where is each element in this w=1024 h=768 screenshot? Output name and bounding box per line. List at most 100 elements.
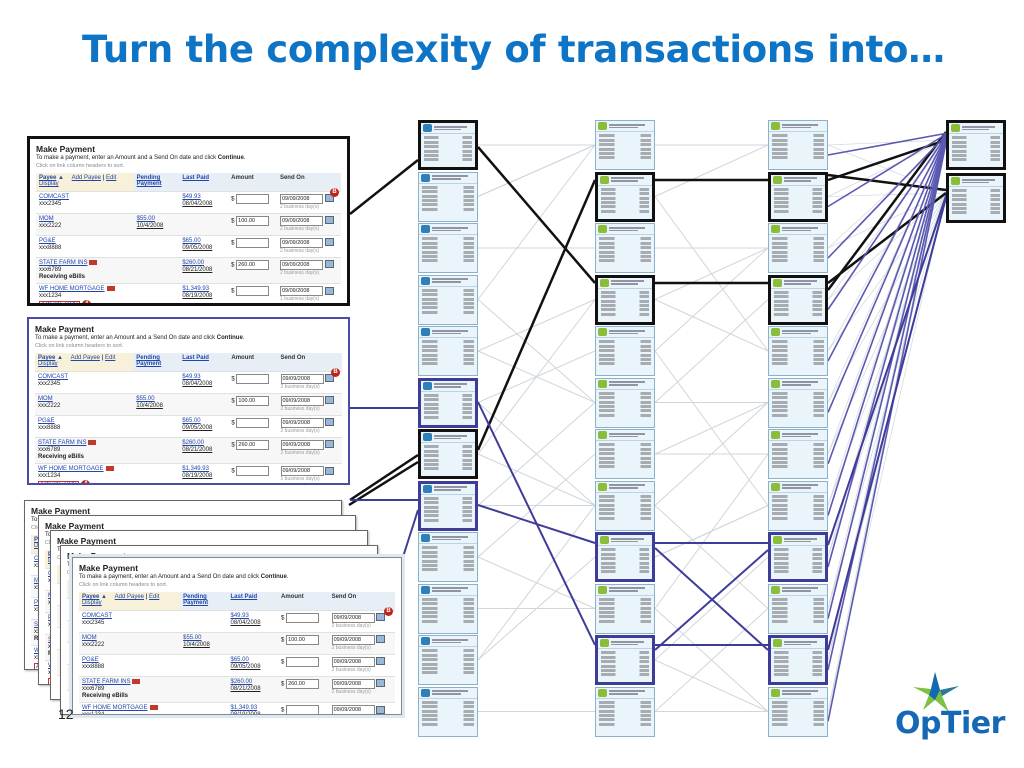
transaction-node[interactable] — [768, 326, 828, 376]
calendar-icon[interactable] — [376, 613, 386, 622]
sort-last-paid-header[interactable]: Last Paid — [230, 594, 258, 600]
last-paid-amount[interactable]: $49.93 — [182, 194, 201, 200]
payee-link[interactable]: MOM — [38, 396, 53, 402]
calendar-icon[interactable] — [325, 440, 335, 449]
calendar-icon[interactable] — [376, 635, 386, 644]
amount-input[interactable]: 100.00 — [236, 216, 270, 226]
transaction-node[interactable] — [768, 120, 828, 170]
amount-input[interactable] — [236, 418, 270, 428]
calendar-icon[interactable] — [324, 194, 334, 203]
sort-pending-header[interactable]: Pending Payment — [136, 175, 162, 187]
send-on-input[interactable]: 09/09/2008 — [331, 657, 375, 667]
transaction-node[interactable] — [595, 686, 655, 737]
transaction-node[interactable] — [768, 583, 828, 634]
send-on-input[interactable]: 09/09/2008 — [279, 260, 323, 270]
last-paid-amount[interactable]: $260.00 — [182, 260, 205, 266]
calendar-icon[interactable] — [324, 216, 334, 225]
pending-amount[interactable]: $55.00 — [136, 216, 155, 222]
payee-link[interactable]: STATE FARM INS — [39, 260, 88, 267]
payee-link[interactable]: WF HOME MORTGAGE — [39, 286, 105, 293]
transaction-node[interactable] — [768, 223, 828, 273]
payee-link[interactable]: COMCAST — [38, 374, 68, 380]
transaction-node[interactable] — [418, 223, 478, 273]
send-on-input[interactable]: 09/09/2008 — [279, 238, 323, 248]
transaction-node[interactable] — [768, 532, 828, 582]
last-paid-amount[interactable]: $260.00 — [182, 440, 204, 446]
add-payee-link[interactable]: Add Payee — [71, 175, 102, 181]
add-payee-link[interactable]: Add Payee — [70, 355, 101, 361]
send-on-input[interactable]: 09/09/2008 — [280, 418, 324, 428]
transaction-node[interactable] — [595, 326, 655, 376]
amount-input[interactable]: 100.00 — [236, 396, 270, 406]
edit-display-link[interactable]: Edit Display — [39, 175, 117, 187]
last-paid-amount[interactable]: $1,349.93 — [182, 286, 210, 293]
amount-input[interactable]: 260.00 — [236, 440, 270, 450]
transaction-node[interactable] — [946, 120, 1006, 170]
payee-link[interactable]: MOM — [39, 216, 54, 222]
last-paid-amount[interactable]: $1,349.93 — [182, 466, 209, 473]
payee-link[interactable]: COMCAST — [82, 613, 112, 619]
amount-input[interactable]: 260.00 — [236, 260, 270, 270]
transaction-node[interactable] — [768, 686, 828, 737]
payee-link[interactable]: WF HOME MORTGAGE — [38, 466, 104, 473]
transaction-node[interactable] — [418, 171, 478, 222]
activate-ebills-link[interactable]: Activate eBills — [38, 481, 80, 483]
transaction-node[interactable] — [768, 480, 828, 531]
transaction-node[interactable] — [768, 171, 828, 222]
send-on-input[interactable]: 09/09/2008 — [279, 286, 323, 297]
calendar-icon[interactable] — [376, 657, 386, 666]
amount-input[interactable] — [236, 466, 270, 477]
payee-link[interactable]: COMCAST — [39, 194, 69, 200]
send-on-input[interactable]: 09/09/2008 — [279, 194, 323, 204]
send-on-input[interactable]: 09/09/2008 — [280, 466, 324, 477]
transaction-node[interactable] — [595, 377, 655, 428]
edit-display-link[interactable]: Edit Display — [82, 594, 160, 606]
transaction-node[interactable] — [418, 583, 478, 634]
transaction-node[interactable] — [768, 429, 828, 479]
send-on-input[interactable]: 09/09/2008 — [280, 396, 324, 406]
edit-display-link[interactable]: Edit Display — [38, 355, 116, 367]
last-paid-amount[interactable]: $65.00 — [230, 657, 249, 663]
last-paid-amount[interactable]: $1,349.93 — [230, 705, 258, 712]
calendar-icon[interactable] — [324, 238, 334, 247]
amount-input[interactable]: 100.00 — [286, 635, 320, 645]
transaction-node[interactable] — [946, 173, 1006, 223]
send-on-input[interactable]: 09/09/2008 — [331, 705, 375, 714]
amount-input[interactable] — [236, 374, 270, 384]
transaction-node[interactable] — [595, 120, 655, 170]
calendar-icon[interactable] — [325, 418, 335, 427]
send-on-input[interactable]: 09/09/2008 — [279, 216, 323, 226]
calendar-icon[interactable] — [325, 374, 335, 383]
activate-ebills-link[interactable]: Activate eBills — [39, 301, 81, 303]
sort-pending-header[interactable]: Pending Payment — [136, 355, 162, 367]
payee-link[interactable]: STATE FARM INS — [82, 679, 131, 686]
sort-payee-header[interactable]: Payee — [38, 355, 56, 361]
calendar-icon[interactable] — [376, 679, 386, 688]
last-paid-amount[interactable]: $65.00 — [182, 238, 201, 244]
transaction-node[interactable] — [595, 223, 655, 273]
send-on-input[interactable]: 09/09/2008 — [331, 613, 375, 623]
last-paid-amount[interactable]: $260.00 — [230, 679, 253, 685]
pending-amount[interactable]: $55.00 — [183, 635, 202, 641]
transaction-node[interactable] — [418, 635, 478, 685]
transaction-node[interactable] — [595, 171, 655, 222]
sort-payee-header[interactable]: Payee — [82, 594, 100, 600]
payee-link[interactable]: PG&E — [39, 238, 56, 244]
payee-link[interactable]: PG&E — [82, 657, 99, 663]
calendar-icon[interactable] — [324, 286, 334, 295]
amount-input[interactable] — [286, 613, 320, 623]
amount-input[interactable] — [286, 705, 320, 714]
sort-pending-header[interactable]: Pending Payment — [183, 594, 209, 606]
transaction-node[interactable] — [595, 274, 655, 325]
transaction-node[interactable] — [768, 635, 828, 685]
amount-input[interactable] — [236, 194, 270, 204]
transaction-node[interactable] — [418, 274, 478, 325]
transaction-node[interactable] — [418, 120, 478, 170]
transaction-node[interactable] — [768, 274, 828, 325]
sort-last-paid-header[interactable]: Last Paid — [182, 175, 210, 181]
payee-link[interactable]: PG&E — [38, 418, 55, 424]
pending-amount[interactable]: $55.00 — [136, 396, 155, 402]
transaction-node[interactable] — [595, 429, 655, 479]
amount-input[interactable] — [286, 657, 320, 667]
transaction-node[interactable] — [768, 377, 828, 428]
